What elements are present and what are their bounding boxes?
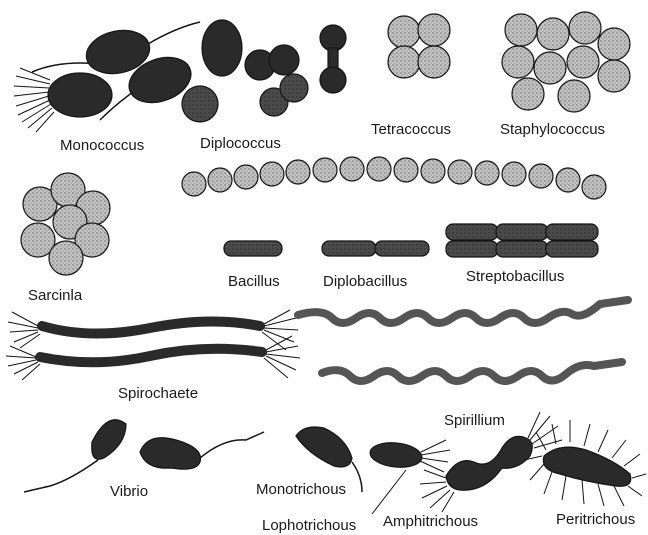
- staphylococcus-illustration: [502, 12, 630, 112]
- bacillus-illustration: [224, 241, 282, 256]
- sarcinla-illustration: [21, 173, 110, 275]
- monotrichous-label: Monotrichous: [256, 481, 346, 498]
- spirochaete-illustration: [6, 310, 300, 380]
- spirillum-waves-illustration: [298, 300, 628, 381]
- vibrio-label: Vibrio: [110, 483, 148, 500]
- lophotrichous-illustration: [369, 440, 450, 514]
- peritrichous-label: Peritrichous: [556, 511, 635, 528]
- monococcus-illustration: [14, 22, 200, 132]
- amphitrichous-label: Amphitrichous: [383, 513, 478, 530]
- diplococcus-label: Diplococcus: [200, 135, 281, 152]
- sarcinla-label: Sarcinla: [28, 287, 83, 304]
- diplobacillus-label: Diplobacillus: [323, 273, 407, 290]
- streptobacillus-label: Streptobacillus: [466, 268, 564, 285]
- tetracoccus-label: Tetracoccus: [371, 121, 451, 138]
- tetracoccus-illustration: [388, 14, 450, 78]
- diplococcus-illustration: [182, 20, 346, 122]
- spirillium-label: Spirillium: [444, 412, 505, 429]
- monococcus-label: Monococcus: [60, 137, 144, 154]
- spirochaete-label: Spirochaete: [118, 385, 198, 402]
- bacillus-label: Bacillus: [228, 273, 280, 290]
- lophotrichous-label: Lophotrichous: [262, 517, 356, 534]
- vibrio-illustration: [24, 420, 264, 492]
- streptococcus-chain-illustration: [182, 157, 606, 199]
- diplobacillus-illustration: [322, 241, 429, 256]
- peritrichous-illustration: [524, 420, 646, 506]
- staphylococcus-label: Staphylococcus: [500, 121, 605, 138]
- streptobacillus-illustration: [446, 224, 598, 257]
